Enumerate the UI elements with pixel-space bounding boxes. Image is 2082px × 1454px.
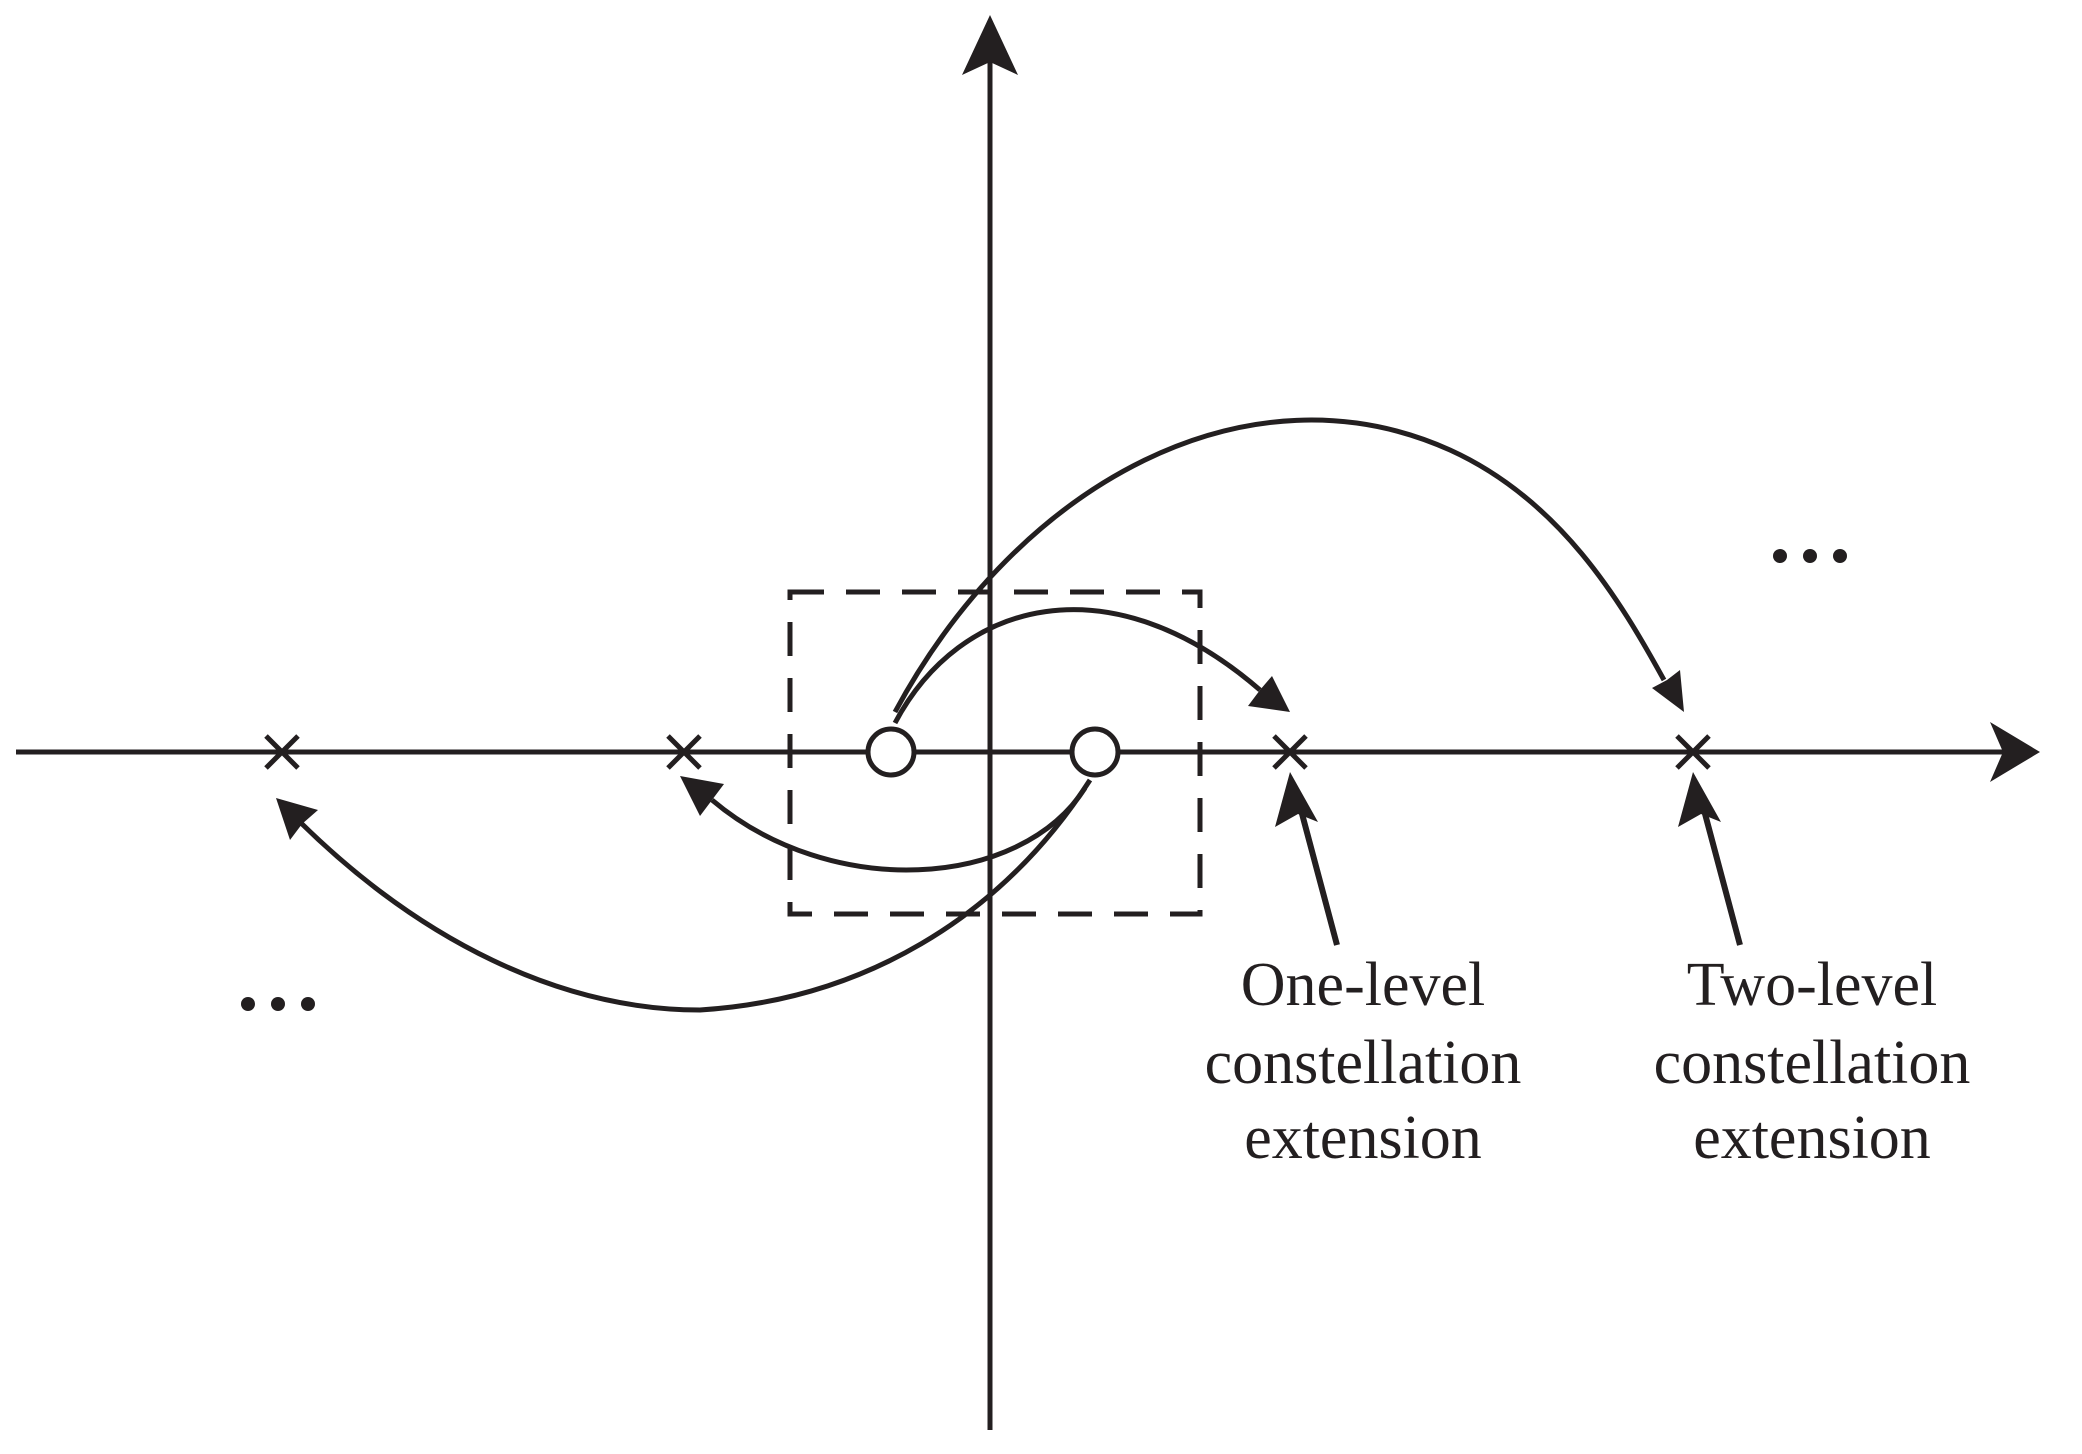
- original-point-right: [1069, 726, 1121, 778]
- cross-point-right-one-level: [1272, 734, 1308, 770]
- horizontal-axis-arrowhead: [1990, 722, 2040, 782]
- vertical-axis: [962, 15, 1018, 1430]
- original-point-left: [865, 726, 917, 778]
- arc-outer-right: [892, 417, 1684, 714]
- one-level-annotation: One-level constellation extension: [1205, 951, 1522, 1172]
- one-level-label-line1: One-level: [1241, 951, 1485, 1019]
- arc-inner-left-arrowhead: [680, 776, 724, 816]
- two-level-label-line1: Two-level: [1687, 951, 1937, 1019]
- ellipsis-right-icon: [1773, 549, 1847, 563]
- arc-outer-right-arrowhead: [1652, 670, 1684, 712]
- arc-outer-left: [276, 778, 1093, 1013]
- original-constellation-box: [787, 589, 1203, 917]
- cross-point-left-one-level: [666, 734, 702, 770]
- vertical-axis-arrowhead: [962, 15, 1018, 75]
- arc-inner-left: [680, 776, 1088, 873]
- two-level-pointer-arrow: [1678, 772, 1743, 946]
- one-level-label-line3: extension: [1244, 1104, 1482, 1172]
- one-level-label-line2: constellation: [1205, 1029, 1522, 1097]
- arc-outer-left-arrowhead: [276, 798, 318, 840]
- horizontal-axis: [16, 722, 2040, 782]
- one-level-pointer-arrow: [1275, 772, 1340, 946]
- two-level-label-line2: constellation: [1654, 1029, 1971, 1097]
- cross-point-left-two-level: [264, 734, 300, 770]
- ellipsis-left-icon: [241, 997, 315, 1011]
- arc-inner-right: [892, 607, 1290, 725]
- two-level-annotation: Two-level constellation extension: [1654, 951, 1971, 1172]
- two-level-label-line3: extension: [1693, 1104, 1931, 1172]
- cross-point-right-two-level: [1675, 734, 1711, 770]
- arc-inner-right-arrowhead: [1248, 676, 1290, 712]
